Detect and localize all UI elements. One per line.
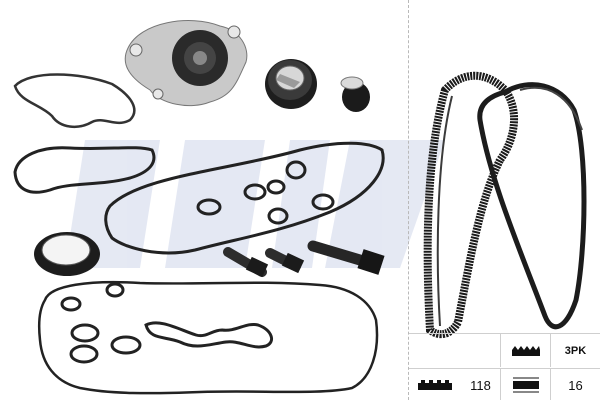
tensioner-pulley <box>265 59 317 109</box>
brand-watermark <box>65 140 445 268</box>
bolt-large <box>307 240 385 275</box>
poly-v-belt <box>477 82 587 330</box>
idler-pulley <box>340 76 370 112</box>
toothed-belt-icon <box>409 368 461 400</box>
width-profile-icon <box>512 377 539 393</box>
rib-profile-icon <box>511 345 540 356</box>
poly-v-belt-edge <box>519 86 583 131</box>
section-divider <box>408 0 409 400</box>
bolt-small-1 <box>223 247 269 278</box>
teeth-value: 118 <box>461 368 501 400</box>
cam-seals <box>60 282 274 364</box>
belt-width-icon <box>501 368 551 400</box>
poly-v-rib-icon <box>501 334 551 367</box>
spark-plug-seals <box>196 160 335 225</box>
width-value: 16 <box>551 368 600 400</box>
spec-table: 3PK 118 16 <box>409 333 600 400</box>
cam-cover-gasket <box>37 280 379 395</box>
bolt-small-2 <box>265 248 305 274</box>
water-pump <box>124 20 248 107</box>
crankshaft-oil-seal <box>34 232 100 276</box>
ribs-value: 3PK <box>564 344 587 357</box>
timing-belt-inner <box>436 95 453 327</box>
valve-cover-gasket-small <box>13 146 156 194</box>
spec-cell-empty <box>409 334 501 367</box>
pump-gasket <box>13 73 136 129</box>
tooth-profile-icon <box>418 380 452 390</box>
valve-cover-gasket-large <box>104 141 385 255</box>
timing-belt <box>423 71 519 339</box>
